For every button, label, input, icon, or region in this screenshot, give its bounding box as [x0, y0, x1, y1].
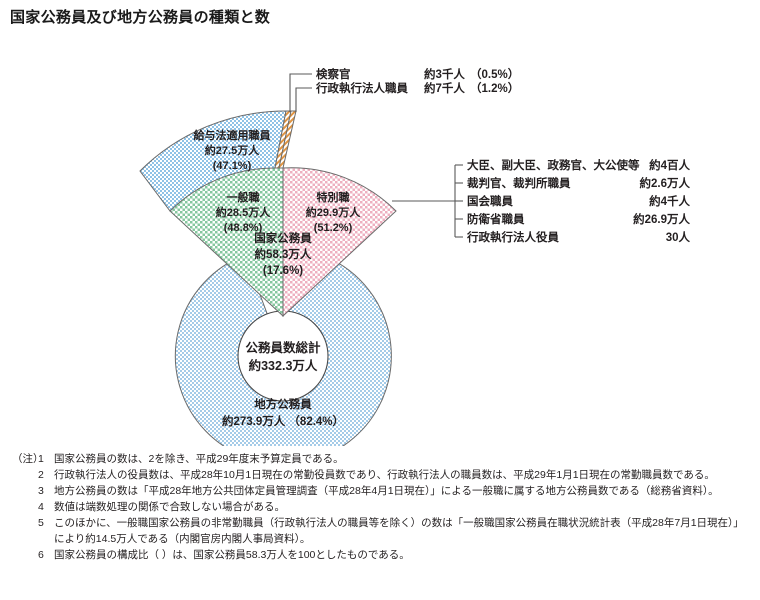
note-text: 行政執行法人の役員数は、平成28年10月1日現在の常勤役員数であり、行政執行法人…	[54, 468, 715, 481]
callout-value-admin-corp-employees: 約7千人	[424, 81, 465, 95]
callout-value-admin-corp-officers: 30人	[666, 230, 691, 244]
callout-label-defense-ministry: 防衛省職員	[467, 212, 525, 226]
label-special-service-percent: (51.2%)	[314, 222, 353, 234]
page-title: 国家公務員及び地方公務員の種類と数	[10, 9, 271, 26]
label-general-service-name: 一般職	[227, 190, 260, 204]
label-national-value: 約58.3万人	[255, 247, 312, 261]
label-pay-law-percent: (47.1%)	[213, 160, 252, 172]
callout-label-diet-staff: 国会職員	[467, 194, 513, 208]
callout-value-defense-ministry: 約26.9万人	[633, 212, 690, 226]
label-special-service-name: 特別職	[317, 190, 350, 204]
label-total-value: 約332.3万人	[249, 358, 318, 373]
note-text: このほかに、一般職国家公務員の非常勤職員（行政執行法人の職員等を除く）の数は「一…	[54, 516, 744, 545]
label-national-percent: (17.6%)	[263, 265, 303, 277]
note-item: 5 このほかに、一般職国家公務員の非常勤職員（行政執行法人の職員等を除く）の数は…	[12, 516, 754, 548]
note-number: 1	[38, 453, 44, 465]
label-national-name: 国家公務員	[254, 231, 312, 245]
leader-line-prosecutors	[289, 73, 312, 112]
callout-label-admin-corp-officers: 行政執行法人役員	[466, 230, 559, 244]
note-text: 国家公務員の数は、2を除き、平成29年度末予算定員である。	[54, 453, 344, 465]
note-number: 3	[38, 484, 44, 497]
note-item: 6 国家公務員の構成比（ ）は、国家公務員58.3万人を100としたものである。	[12, 548, 754, 564]
callout-label-judges: 裁判官、裁判所職員	[467, 176, 571, 190]
label-pay-law-name: 給与法適用職員	[194, 128, 271, 142]
label-general-service-percent: (48.8%)	[224, 222, 263, 234]
notes-block: （注） 1 国家公務員の数は、2を除き、平成29年度末予算定員である。 2 行政…	[12, 452, 754, 564]
label-local-value: 約273.9万人 （82.4%）	[222, 414, 344, 428]
callout-value-prosecutors: 約3千人	[424, 67, 465, 81]
callout-percent-admin-corp-employees: （1.2%）	[470, 81, 519, 95]
leader-line-admin-corp-employees	[295, 87, 312, 112]
note-item: （注） 1 国家公務員の数は、2を除き、平成29年度末予算定員である。	[12, 452, 754, 468]
note-item: 3 地方公務員の数は「平成28年地方公共団体定員管理調査（平成28年4月1日現在…	[12, 484, 754, 500]
callout-label-admin-corp-employees: 行政執行法人職員	[315, 81, 408, 95]
callout-label-prosecutors: 検察官	[316, 67, 351, 81]
callout-value-diet-staff: 約4千人	[649, 194, 690, 208]
label-general-service-value: 約28.5万人	[216, 205, 271, 219]
label-special-service-value: 約29.9万人	[306, 205, 361, 219]
label-local-name: 地方公務員	[254, 397, 312, 411]
callout-percent-prosecutors: （0.5%）	[470, 67, 519, 81]
note-text: 地方公務員の数は「平成28年地方公共団体定員管理調査（平成28年4月1日現在）」…	[54, 484, 719, 497]
note-text: 数値は端数処理の関係で合致しない場合がある。	[54, 500, 285, 513]
note-number: 4	[38, 500, 44, 513]
notes-marker: （注）	[12, 453, 44, 465]
note-number: 2	[38, 468, 44, 481]
callout-label-ministers: 大臣、副大臣、政務官、大公使等	[467, 158, 640, 172]
callout-value-ministers: 約4百人	[649, 158, 690, 172]
segment-special-service[interactable]	[282, 167, 397, 318]
note-number: 5	[38, 516, 44, 529]
callout-value-judges: 約2.6万人	[640, 176, 691, 190]
note-number: 6	[38, 548, 44, 561]
chart-figure: 検察官 約3千人 （0.5%） 行政執行法人職員 約7千人 （1.2%） 大臣、…	[139, 67, 691, 446]
label-pay-law-value: 約27.5万人	[205, 143, 260, 157]
leader-line-special-service	[392, 164, 463, 238]
note-item: 2 行政執行法人の役員数は、平成28年10月1日現在の常勤役員数であり、行政執行…	[12, 468, 754, 484]
donut-center-hole	[237, 310, 329, 402]
label-total-name: 公務員数総計	[245, 340, 321, 355]
note-item: 4 数値は端数処理の関係で合致しない場合がある。	[12, 500, 754, 516]
note-text: 国家公務員の構成比（ ）は、国家公務員58.3万人を100としたものである。	[54, 548, 410, 561]
